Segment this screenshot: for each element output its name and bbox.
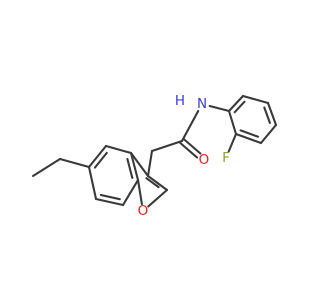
bond-c2-o <box>147 188 169 208</box>
bond-c7-c6 <box>94 197 125 207</box>
bond-o-c7a <box>136 178 143 206</box>
bond-c7-c6-double <box>99 193 121 201</box>
label-layer: N H O F O <box>138 93 230 219</box>
bond-layer <box>31 94 278 208</box>
bond-c3a-c3 <box>129 151 150 178</box>
bond-c5-c4-double <box>93 151 108 169</box>
bond-c3-c2-double <box>145 177 160 189</box>
bond-carbonyl-double-a <box>179 141 199 159</box>
bond-r1-r2-double <box>233 100 246 114</box>
bond-c5-c4 <box>87 144 108 169</box>
bond-c3-c2 <box>146 174 169 192</box>
atom-label-furan-oxygen: O <box>138 203 149 219</box>
bond-ethyl-ch3-ch2 <box>31 157 62 178</box>
atom-label-carbonyl-oxygen: O <box>199 152 210 168</box>
bond-r5-r6-double <box>239 129 260 138</box>
bond-r4-r5 <box>259 123 278 145</box>
bond-r6-r1 <box>227 109 238 136</box>
bond-r2-r3 <box>241 94 270 105</box>
bond-c7a-c7 <box>121 178 140 207</box>
atom-label-fluorine: F <box>222 150 230 166</box>
bond-c3a-c7a <box>129 151 140 182</box>
bond-ethyl-ch2-ring <box>58 157 91 169</box>
background <box>0 0 300 300</box>
bond-n-aryl <box>208 104 231 113</box>
bond-carbonyl-double-b <box>182 137 202 155</box>
bond-c4-c3a <box>104 144 133 155</box>
bond-r3-r4-double <box>263 106 271 124</box>
bond-c6-c5 <box>87 165 98 201</box>
bond-r1-r2 <box>227 94 245 113</box>
atom-label-nitrogen: N <box>197 96 207 112</box>
bond-carbonyl-n <box>180 109 200 143</box>
bond-c3-ch2 <box>146 149 154 178</box>
bond-r5-r6 <box>234 132 263 145</box>
bond-r3-r4 <box>266 101 278 127</box>
atom-label-hydrogen: H <box>175 93 185 109</box>
bond-r6-f <box>227 132 238 153</box>
bond-c3a-c7a-double <box>126 157 134 179</box>
molecule-diagram: N H O F O <box>0 0 300 300</box>
bond-ch2-carbonyl <box>150 139 184 153</box>
